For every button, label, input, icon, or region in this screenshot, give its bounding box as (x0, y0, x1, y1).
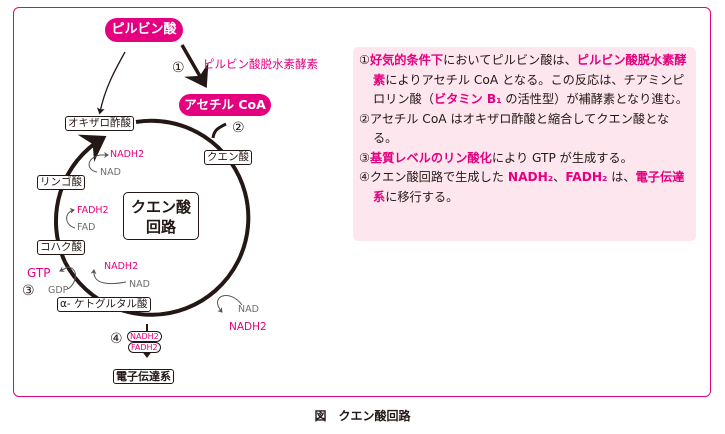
akg-nadh2: NADH2 (104, 261, 139, 272)
figure-frame (13, 7, 711, 397)
akg-nad: NAD (129, 279, 150, 290)
etc-label: 電子伝達系 (113, 369, 174, 384)
pyruvate-node: ピルビン酸 (105, 18, 183, 42)
step4-fadh2: FADH2 (128, 342, 161, 353)
note-highlight: 電子伝達系 (373, 170, 685, 204)
isocitrate-nadh2: NADH2 (229, 321, 267, 333)
step-2-marker: ② (232, 120, 245, 136)
cycle-center-line-1: クエン酸 (130, 198, 191, 216)
step-1-marker: ① (172, 60, 185, 76)
isocitrate-nad: NAD (238, 304, 259, 315)
note-text: に移行する。 (385, 189, 459, 204)
note-3: ③基質レベルのリン酸化により GTP が生成する。 (359, 149, 688, 169)
note-text: ②アセチル CoA はオキザロ酢酸と縮合してクエン酸となる。 (359, 111, 670, 146)
note-4: ④クエン酸回路で生成した NADH₂、FADH₂ は、電子伝達系に移行する。 (359, 168, 688, 207)
succinate-cofactor-arrow (66, 207, 76, 229)
succinate-fadh2: FADH2 (77, 205, 109, 216)
note-text: により GTP が生成する。 (491, 150, 633, 165)
note-highlight: FADH₂ (565, 170, 608, 184)
note-text: によりアセチル CoA となる。この反応は、チアミンピロリン酸（ (373, 72, 685, 107)
enzyme-label: ピルビン酸脱水素酵素 (203, 57, 318, 71)
malate-nad: NAD (100, 167, 121, 178)
note-text: ④クエン酸回路で生成した (359, 170, 508, 184)
note-text: の活性型）が補酵素となり進む。 (501, 92, 688, 106)
note-text: においてピルビン酸は、 (443, 53, 577, 67)
malate-label: リンゴ酸 (37, 175, 85, 190)
cycle-center-line-2: 回路 (145, 218, 176, 236)
note-highlight: ピルビン酸脱水素酵素 (373, 53, 687, 87)
isocitrate-cofactor-arrow (217, 295, 243, 313)
note-text: ③ (359, 150, 370, 165)
citrate-label: クエン酸 (204, 150, 252, 165)
pyruvate-to-acetylcoa-arrow (180, 44, 209, 89)
acetylcoa-join-line (211, 122, 227, 139)
figure-caption: 図 クエン酸回路 (314, 409, 411, 423)
note-2: ②アセチル CoA はオキザロ酢酸と縮合してクエン酸となる。 (359, 110, 688, 149)
acetylcoa-node: アセチル CoA (179, 94, 271, 116)
gdp-label: GDP (48, 285, 69, 296)
notes-panel: ①好気的条件下においてピルビン酸は、ピルビン酸脱水素酵素によりアセチル CoA … (353, 47, 696, 241)
note-highlight: 基質レベルのリン酸化 (369, 150, 492, 165)
step-4-marker: ④ (110, 331, 123, 347)
malate-nadh2: NADH2 (110, 149, 145, 160)
succinate-fad: FAD (77, 222, 96, 233)
malate-cofactor-arrow (88, 152, 109, 173)
akg-label: α- ケトグルタル酸 (57, 297, 151, 312)
succinate-label: コハク酸 (37, 240, 85, 255)
gtp-label: GTP (27, 266, 51, 280)
note-text: ① (359, 53, 370, 67)
pyruvate-to-oxaloacetate-arrow (96, 51, 126, 115)
note-highlight: 好気的条件下 (369, 53, 444, 67)
note-text: 、 (553, 170, 566, 184)
note-text: は、 (607, 170, 636, 184)
gtp-cofactor-arrow (59, 266, 76, 290)
akg-cofactor-arrow (90, 269, 127, 284)
step-3-marker: ③ (22, 283, 35, 299)
step4-nadh2: NADH2 (127, 331, 162, 342)
note-highlight: NADH₂ (507, 170, 554, 184)
oxaloacetate-label: オキザロ酢酸 (65, 116, 134, 131)
note-1: ①好気的条件下においてピルビン酸は、ピルビン酸脱水素酵素によりアセチル CoA … (359, 51, 688, 110)
cycle-center-box: クエン酸 回路 (123, 192, 199, 240)
note-highlight: ビタミン B₁ (433, 92, 502, 106)
